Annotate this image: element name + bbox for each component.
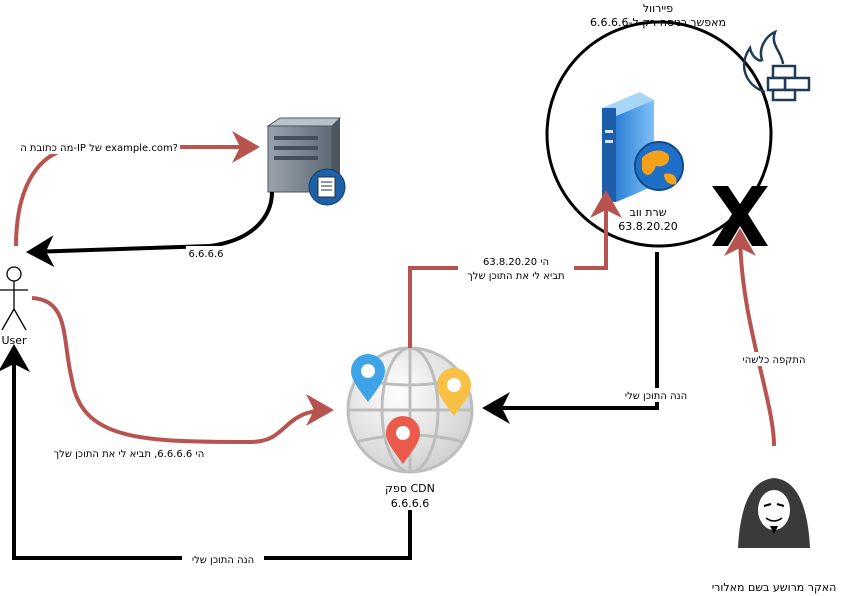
cdn-response-label: הנה התוכן שלי (192, 555, 254, 566)
dns-query-arrow (14, 131, 260, 247)
hacker-label: האקר מרושע בשם מאלורי (712, 581, 837, 594)
web-server-icon (602, 92, 684, 202)
cdn-request-line1: הי 63.8.20.20 (483, 257, 549, 268)
hacker-icon (738, 478, 810, 548)
location-pin-blue-icon (351, 354, 385, 402)
user-icon (0, 266, 28, 331)
web-response-label: הנה התוכן שלי (625, 391, 687, 402)
user-request-label: הי 6.6.6.6, תביא לי את התוכן שלך (54, 449, 204, 460)
cdn-request-line2: תביא לי את התוכן שלך (467, 271, 564, 282)
user-to-cdn-arrow (31, 296, 334, 445)
firewall-boundary (545, 20, 773, 248)
webserver-ip: 63.8.20.20 (618, 220, 677, 233)
dns-answer-arrow (26, 191, 274, 268)
user-label: User (1, 334, 27, 347)
webserver-name: שרת ווב (629, 206, 666, 219)
location-pin-red-icon (386, 416, 420, 464)
cdn-ip: 6.6.6.6 (391, 497, 429, 510)
attack-arrow (724, 228, 776, 447)
webserver-to-cdn-arrow (482, 252, 659, 424)
firewall-icon (742, 29, 811, 102)
dns-server-icon (266, 117, 346, 206)
firewall-rule: מאפשר כניסה רק ל-6.6.6.6 (590, 16, 726, 29)
location-pin-yellow-icon (437, 368, 471, 416)
dns-answer-label: 6.6.6.6 (189, 249, 224, 260)
dns-query-label: מה כתובת ה-IP של example.com? (20, 143, 178, 154)
cdn-name: ספק CDN (385, 482, 435, 495)
firewall-title: פיירוול (643, 2, 673, 15)
attack-label: התקפה כלשהי (743, 355, 806, 366)
